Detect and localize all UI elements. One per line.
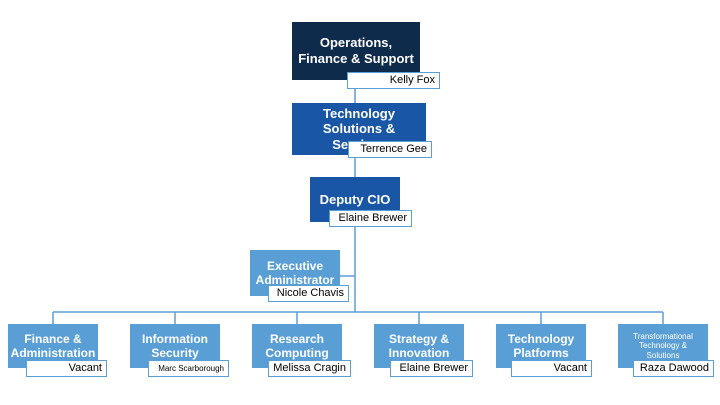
unit-name-platforms: Vacant [511,360,592,377]
unit-title-infosec: Information Security [142,331,208,360]
unit-name-finance: Vacant [26,360,107,377]
deputy-cio-title: Deputy CIO [319,191,391,207]
exec-admin-title: Executive Administrator [255,258,335,287]
unit-title-transformational: Transformational Technology & Solutions [633,331,693,360]
tss-title: Technology Solutions & Services [322,105,396,152]
unit-name-infosec: Marc Scarborough [148,360,229,377]
unit-name-research: Melissa Cragin [268,360,351,377]
unit-title-research: Research Computing [265,331,329,360]
ofs-title: Operations, Finance & Support [298,35,414,66]
unit-title-finance: Finance & Administration [10,331,96,360]
unit-title-platforms: Technology Platforms [507,331,575,360]
unit-name-transformational: Raza Dawood [633,360,714,377]
unit-name-strategy: Elaine Brewer [390,360,473,377]
tss-name: Terrence Gee [348,141,432,158]
ofs-name: Kelly Fox [347,72,440,89]
ofs-box: Operations, Finance & Support [292,22,420,80]
unit-title-strategy: Strategy & Innovation [388,331,450,360]
exec-admin-name: Nicole Chavis [268,285,349,302]
deputy-cio-name: Elaine Brewer [329,210,412,227]
